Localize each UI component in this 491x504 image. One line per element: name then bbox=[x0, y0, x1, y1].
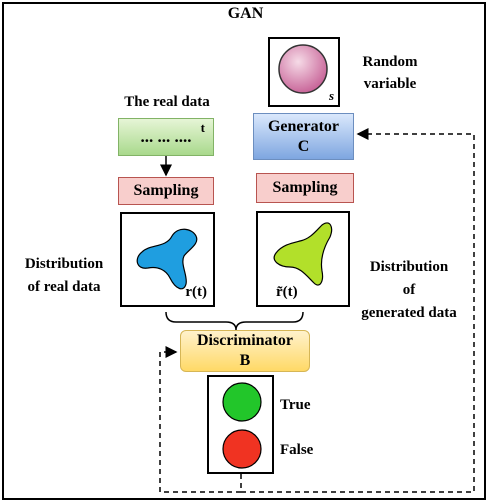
false-label: False bbox=[280, 442, 314, 458]
sampling-box-generated: Sampling bbox=[256, 173, 354, 203]
feedback-to-generator-arrow bbox=[240, 128, 475, 493]
generated-distribution-shape bbox=[273, 222, 333, 286]
output-lights bbox=[222, 382, 262, 469]
discriminator-label: Discriminator bbox=[197, 332, 293, 349]
real-distribution-box: r(t) bbox=[120, 212, 215, 307]
real-distribution-symbol: r(t) bbox=[185, 284, 207, 300]
generated-distribution-box: r̃(t) bbox=[256, 211, 350, 307]
false-light-icon bbox=[222, 429, 262, 469]
generated-distribution-symbol: r̃(t) bbox=[276, 284, 298, 300]
real-data-dots: ... ... .... bbox=[140, 127, 192, 146]
output-light-box bbox=[207, 375, 274, 474]
real-data-box: ... ... .... t bbox=[118, 118, 214, 156]
generator-box: Generator C bbox=[253, 113, 354, 160]
generated-distribution-label-line3: generated data bbox=[361, 305, 457, 321]
random-variable-label-line1: Random bbox=[362, 54, 418, 70]
sampling-box-real: Sampling bbox=[118, 177, 214, 205]
merge-brace bbox=[165, 311, 304, 331]
real-data-t-mark: t bbox=[200, 120, 205, 135]
generated-distribution-label-line2: of bbox=[402, 282, 416, 298]
random-variable-box: s bbox=[268, 37, 340, 107]
generator-symbol: C bbox=[297, 137, 310, 155]
true-light-icon bbox=[222, 382, 262, 422]
discriminator-symbol: B bbox=[239, 352, 251, 369]
real-distribution-label-line2: of real data bbox=[27, 279, 101, 295]
sphere-icon bbox=[278, 44, 328, 94]
generator-label: Generator bbox=[267, 117, 340, 135]
real-distribution-shape bbox=[136, 228, 198, 290]
real-distribution-label-line1: Distribution bbox=[24, 256, 104, 272]
random-variable-symbol: s bbox=[328, 88, 334, 103]
feedback-to-discriminator-arrow bbox=[159, 346, 241, 493]
random-variable-label-line2: variable bbox=[363, 76, 417, 92]
true-label: True bbox=[280, 397, 311, 413]
diagram-frame bbox=[2, 2, 486, 500]
real-data-label: The real data bbox=[124, 94, 210, 110]
generated-distribution-label-line1: Distribution bbox=[369, 259, 449, 275]
discriminator-box: Discriminator B bbox=[180, 330, 310, 372]
diagram-title: GAN bbox=[227, 5, 264, 22]
